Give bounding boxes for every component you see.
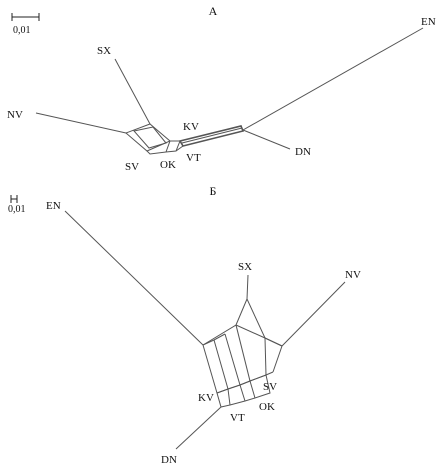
panel-a-edge-en	[242, 27, 424, 131]
panel-b-label-kv: KV	[198, 392, 214, 404]
panel-a-edge-nv	[35, 112, 127, 134]
panel-b-parallel-5	[264, 337, 267, 376]
panel-a-box-inner	[133, 126, 167, 149]
panel-a: А 0,01 EN SX NV KV	[7, 4, 436, 173]
panel-b-split-a	[235, 324, 266, 339]
panel-b-scale-label: 0,01	[8, 204, 26, 215]
panel-b-edge-en	[64, 210, 204, 346]
panel-b-edge-dn	[175, 406, 222, 450]
panel-a-edge-sx	[114, 58, 151, 125]
panel-b-box-sv-ok	[249, 374, 271, 399]
panel-a-title: А	[209, 4, 218, 18]
panel-a-internal-edge	[178, 125, 245, 147]
panel-b-label-sv: SV	[263, 381, 277, 393]
panel-a-label-en: EN	[421, 16, 436, 28]
panel-a-split-sv	[146, 150, 167, 155]
panel-b-parallel-2	[213, 339, 229, 390]
panel-b-edge-sx	[246, 274, 249, 300]
panel-b: Б 0,01	[8, 184, 361, 466]
panel-b-box-link	[227, 384, 246, 406]
panel-b-label-sx: SX	[238, 261, 252, 273]
panel-a-network	[35, 27, 424, 155]
panel-b-label-dn: DN	[161, 454, 177, 466]
panel-b-connector-mid	[213, 333, 226, 341]
panel-b-title: Б	[210, 184, 217, 198]
panel-b-label-ok: OK	[259, 401, 275, 413]
panel-a-label-dn: DN	[295, 146, 311, 158]
panel-a-labels: EN SX NV KV DN VT SV OK	[7, 16, 436, 173]
panel-b-label-nv: NV	[345, 269, 361, 281]
panel-a-label-kv: KV	[183, 121, 199, 133]
panel-b-network	[64, 210, 346, 450]
panel-b-scale-bar	[10, 195, 18, 203]
panel-b-split-sx-right	[246, 298, 283, 347]
panel-b-parallel-4	[235, 324, 251, 382]
panel-a-edge-dn	[242, 129, 291, 150]
panel-a-split-ok	[165, 140, 181, 153]
panel-b-labels: EN SX NV SV KV OK VT DN	[46, 200, 361, 466]
panel-b-split-sx-left	[202, 298, 248, 346]
panel-b-label-en: EN	[46, 200, 61, 212]
panel-a-label-sx: SX	[97, 45, 111, 57]
panel-b-connector-right	[264, 337, 283, 347]
panel-b-parallel-1	[202, 344, 218, 394]
panel-b-box-link-2	[239, 380, 251, 386]
panel-a-scale-label: 0,01	[13, 25, 31, 36]
panel-b-label-vt: VT	[230, 412, 245, 424]
panel-a-label-ok: OK	[160, 159, 176, 171]
panel-b-parallel-3	[224, 333, 241, 386]
panel-b-parallel-6	[272, 345, 283, 373]
panel-b-connector-top	[202, 339, 215, 346]
panel-a-label-sv: SV	[125, 161, 139, 173]
panel-a-scale-bar	[11, 13, 40, 21]
panel-b-box-kv-vt	[216, 388, 231, 408]
panel-a-internal-split	[181, 127, 243, 144]
panel-b-edge-nv	[281, 281, 346, 347]
panel-a-label-vt: VT	[186, 152, 201, 164]
panel-a-label-nv: NV	[7, 109, 23, 121]
panel-b-box-link-3	[244, 397, 256, 402]
